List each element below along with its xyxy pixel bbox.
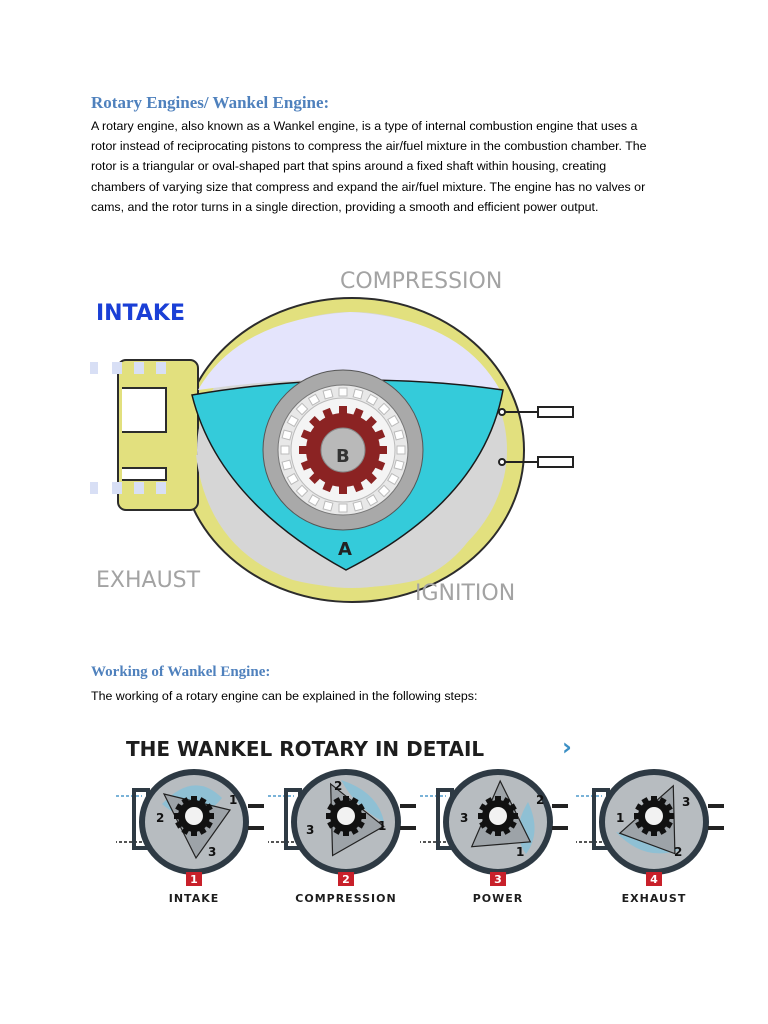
rotor-tip-number: 3 — [306, 823, 314, 837]
rotor-tip-label-a: A — [338, 539, 352, 560]
gear-tooth — [299, 446, 307, 454]
intro-line: cams, and the rotor turns in a single di… — [91, 199, 599, 214]
ring-gear-tooth — [295, 402, 309, 416]
ring-gear-tooth — [387, 472, 400, 486]
rotor-tip-number: 1 — [616, 811, 624, 825]
ring-gear-tooth — [396, 445, 406, 455]
stage-chamber — [341, 780, 384, 822]
rotor-tip-number: 1 — [229, 793, 237, 807]
gear-tooth — [379, 446, 387, 454]
ring-gear-tooth — [286, 472, 299, 486]
ring-gear-tooth — [393, 429, 405, 441]
stage-badge — [338, 872, 354, 886]
working-line: The working of a rotary engine can be ex… — [91, 689, 478, 703]
wankel-engine-diagram: INTAKE COMPRESSION EXHAUST IGNITION B A — [90, 269, 574, 606]
stage-gear-hub — [645, 807, 663, 825]
stage-label: COMPRESSION — [295, 892, 396, 905]
stage-gear-hub — [337, 807, 355, 825]
stage-gear-tooth — [478, 813, 484, 819]
stage-gear-tooth — [360, 813, 366, 819]
stage-number: 1 — [190, 873, 198, 886]
stage-gear-hub — [185, 807, 203, 825]
ring-gear-tooth — [338, 387, 348, 397]
port-cutout-lower — [122, 467, 167, 481]
intro-line: rotor instead of reciprocating pistons t… — [91, 139, 647, 154]
stage-label: POWER — [473, 892, 524, 905]
rotor-tip-number: 3 — [208, 845, 216, 859]
ring-gear-tooth — [286, 414, 299, 428]
ring-gear-tooth — [352, 388, 364, 400]
ring-gear-tooth — [377, 484, 391, 498]
rotor-tip-number: 2 — [674, 845, 682, 859]
ring-gear-tooth — [281, 429, 293, 441]
stage-number: 3 — [494, 873, 502, 886]
stage-number: 4 — [650, 873, 658, 886]
ring-gear-tooth — [322, 388, 334, 400]
compression-label: COMPRESSION — [340, 269, 502, 294]
chevron-right-icon: › — [562, 733, 572, 761]
ring-gear-tooth — [352, 500, 364, 512]
intro-paragraph: A rotary engine, also known as a Wankel … — [91, 116, 691, 217]
stage-gear-tooth — [634, 813, 640, 819]
gear-tooth — [339, 406, 347, 414]
port-cutout-upper — [122, 387, 167, 433]
ring-gear-tooth — [338, 503, 348, 513]
ring-gear-tooth — [281, 459, 293, 471]
stage-label: EXHAUST — [622, 892, 687, 905]
stage-badge — [186, 872, 202, 886]
stages-title: THE WANKEL ROTARY IN DETAIL — [126, 737, 484, 761]
rotor-tip-number: 1 — [378, 819, 386, 833]
working-paragraph: The working of a rotary engine can be ex… — [91, 686, 691, 706]
rotor-tip-number: 3 — [460, 811, 468, 825]
ring-gear-tooth — [393, 459, 405, 471]
section-title-rotary-engines: Rotary Engines/ Wankel Engine: — [91, 93, 330, 112]
rotor-tip-number: 2 — [334, 779, 342, 793]
ring-gear-tooth — [365, 393, 379, 406]
gear-hub — [320, 427, 366, 473]
stage-gear-tooth — [326, 813, 332, 819]
exhaust-label: EXHAUST — [96, 568, 201, 593]
intro-line: A rotary engine, also known as a Wankel … — [91, 119, 638, 133]
stage-gear-tooth — [512, 813, 518, 819]
ignition-label: IGNITION — [415, 581, 515, 606]
gear-label-b: B — [336, 446, 350, 467]
ring-gear-tooth — [377, 402, 391, 416]
ring-gear-tooth — [307, 494, 321, 507]
rotor-tip-number: 2 — [536, 793, 544, 807]
stage-badge — [646, 872, 662, 886]
intro-line: chambers of varying size that compress a… — [91, 179, 646, 194]
stage-number: 2 — [342, 873, 350, 886]
ring-gear-tooth — [280, 445, 290, 455]
intake-port-dashes — [90, 362, 166, 494]
ring-gear-tooth — [365, 494, 379, 507]
intro-line: rotor is a triangular or oval-shaped par… — [91, 159, 607, 174]
rotor-tip-number: 1 — [516, 845, 524, 859]
ring-gear-tooth — [295, 484, 309, 498]
stage-gear-hub — [489, 807, 507, 825]
rotor-tip-number: 2 — [156, 811, 164, 825]
stage-badge — [490, 872, 506, 886]
rotor-tip-number: 3 — [682, 795, 690, 809]
intake-chamber — [198, 312, 500, 390]
ring-gear-tooth — [307, 393, 321, 406]
spark-plugs — [498, 406, 574, 468]
section-title-working: Working of Wankel Engine: — [91, 664, 271, 680]
intake-label: INTAKE — [96, 301, 185, 326]
ring-gear-tooth — [322, 500, 334, 512]
stage-gear-tooth — [668, 813, 674, 819]
stage-gear-tooth — [208, 813, 214, 819]
stage-gear-tooth — [174, 813, 180, 819]
gear-tooth — [339, 486, 347, 494]
ring-gear-tooth — [387, 414, 400, 428]
wankel-stages-diagram: THE WANKEL ROTARY IN DETAIL › 1 2 3 1INTAKE… — [116, 733, 724, 905]
stage-label: INTAKE — [169, 892, 220, 905]
